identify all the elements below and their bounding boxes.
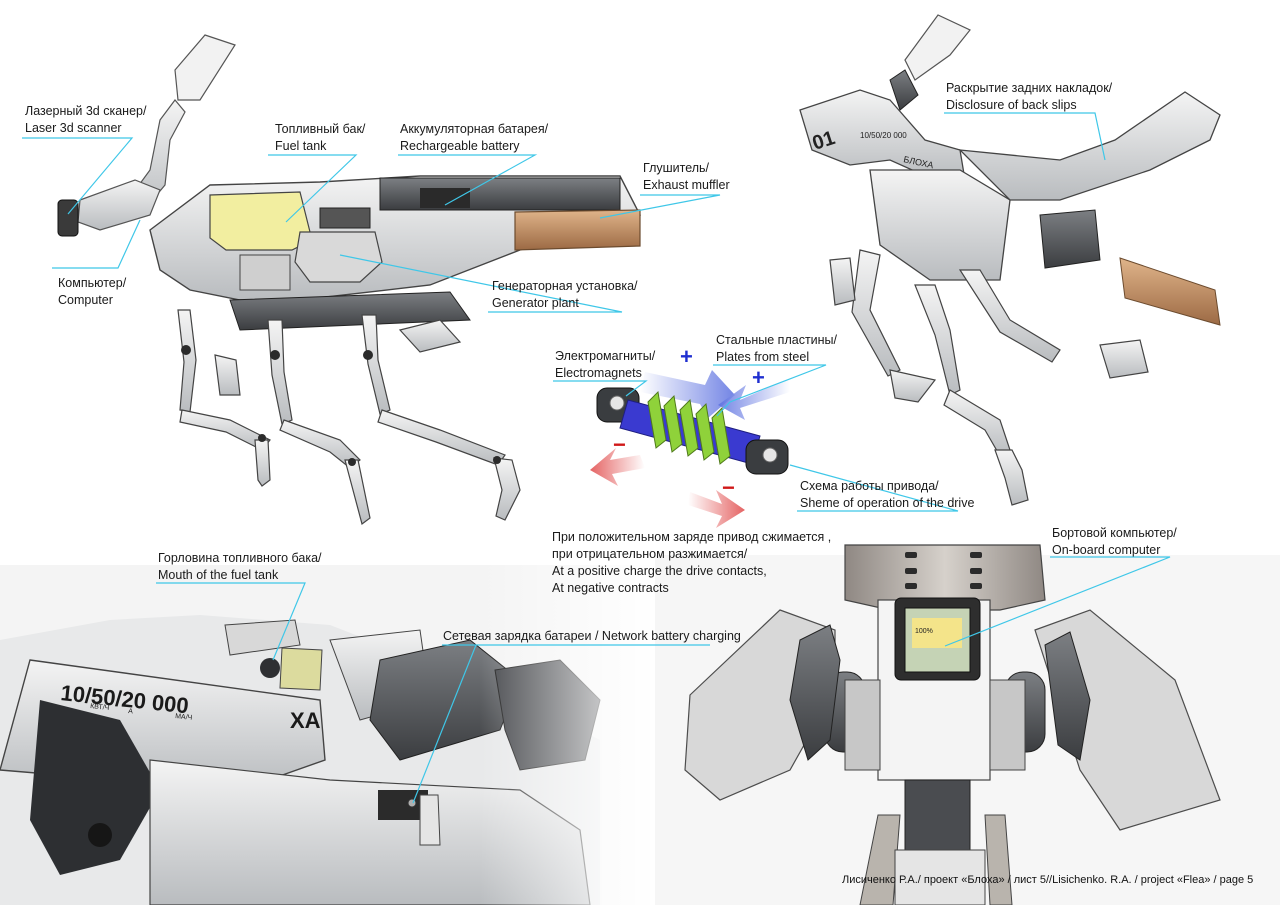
label-electromagnets-en: Electromagnets	[555, 366, 642, 380]
page-footer: Лисиченко Р.А./ проект «Блоха» / лист 5/…	[842, 874, 1254, 886]
negative-arrow-right	[688, 490, 745, 528]
label-computer: Компьютер/ Computer	[58, 275, 126, 309]
label-laser-scanner-en: Laser 3d scanner	[25, 121, 122, 135]
label-muffler: Глушитель/ Exhaust muffler	[643, 160, 730, 194]
drive-note-line-4: At negative contracts	[552, 581, 669, 595]
plus-sign-right: +	[752, 365, 765, 390]
label-drive-scheme-ru: Схема работы привода/	[800, 479, 939, 493]
robot-side-view	[57, 34, 642, 526]
onboard-computer-closeup: 100%	[655, 544, 1280, 905]
body-speed-marking-top: 10/50/20 000	[860, 131, 907, 140]
label-fuel-tank: Топливный бак/ Fuel tank	[275, 121, 365, 155]
label-steel-plates-en: Plates from steel	[716, 350, 810, 364]
label-onboard-computer-en: On-board computer	[1052, 543, 1161, 557]
label-muffler-ru: Глушитель/	[643, 161, 710, 175]
label-computer-ru: Компьютер/	[58, 276, 127, 290]
plus-sign-left: +	[680, 344, 693, 369]
label-computer-en: Computer	[58, 293, 113, 307]
label-generator-en: Generator plant	[492, 296, 579, 310]
label-network-charging: Сетевая зарядка батареи / Network batter…	[443, 628, 741, 645]
label-back-slips-en: Disclosure of back slips	[946, 98, 1077, 112]
screen-value: 100%	[915, 628, 933, 635]
label-onboard-computer-ru: Бортовой компьютер/	[1052, 526, 1177, 540]
label-battery: Аккумуляторная батарея/ Rechargeable bat…	[400, 121, 548, 155]
drive-description-note: При положительном заряде привод сжимаетс…	[552, 529, 831, 597]
unit-ma-marking: МА/Ч	[175, 713, 193, 722]
label-network-charging-text: Сетевая зарядка батареи / Network batter…	[443, 629, 741, 643]
label-back-slips: Раскрытие задних накладок/ Disclosure of…	[946, 80, 1112, 114]
positive-arrow-left	[640, 370, 735, 418]
drive-scheme-illustration: + + − −	[590, 344, 790, 528]
label-electromagnets: Электромагниты/ Electromagnets	[555, 348, 655, 382]
steel-plate-coil	[647, 390, 731, 465]
label-fuel-tank-en: Fuel tank	[275, 139, 327, 153]
robot-perspective-view: 01 10/50/20 000 БЛОХА	[799, 14, 1221, 506]
label-muffler-en: Exhaust muffler	[643, 178, 730, 192]
positive-arrow-right	[718, 378, 790, 420]
label-battery-ru: Аккумуляторная батарея/	[400, 122, 549, 136]
label-laser-scanner: Лазерный 3d сканер/ Laser 3d scanner	[25, 103, 146, 137]
leader-lines	[22, 112, 1171, 804]
label-fuel-mouth: Горловина топливного бака/ Mouth of the …	[158, 550, 322, 584]
fuel-mouth-closeup: 10/50/20 000 КВТ/Ч А МА/Ч XA	[0, 565, 650, 905]
body-name-marking: XA	[290, 708, 321, 733]
unit-kw-marking: КВТ/Ч	[90, 703, 110, 712]
label-back-slips-ru: Раскрытие задних накладок/	[946, 81, 1113, 95]
drive-note-line-1: При положительном заряде привод сжимаетс…	[552, 530, 832, 544]
negative-arrow-left	[590, 448, 645, 486]
drive-note-line-3: At a positive charge the drive contacts,	[552, 564, 767, 578]
label-battery-en: Rechargeable battery	[400, 139, 520, 153]
label-drive-scheme: Схема работы привода/ Sheme of operation…	[800, 478, 974, 512]
label-electromagnets-ru: Электромагниты/	[555, 349, 656, 363]
label-onboard-computer: Бортовой компьютер/ On-board computer	[1052, 525, 1177, 559]
label-fuel-mouth-en: Mouth of the fuel tank	[158, 568, 279, 582]
label-fuel-mouth-ru: Горловина топливного бака/	[158, 551, 322, 565]
minus-sign-right: −	[722, 475, 735, 500]
label-steel-plates-ru: Стальные пластины/	[716, 333, 838, 347]
label-laser-scanner-ru: Лазерный 3d сканер/	[25, 104, 147, 118]
label-generator-ru: Генераторная установка/	[492, 279, 638, 293]
unit-a-marking: А	[128, 708, 134, 715]
label-generator: Генераторная установка/ Generator plant	[492, 278, 638, 312]
label-drive-scheme-en: Sheme of operation of the drive	[800, 496, 975, 510]
minus-sign-left: −	[613, 432, 626, 457]
label-steel-plates: Стальные пластины/ Plates from steel	[716, 332, 837, 366]
label-fuel-tank-ru: Топливный бак/	[275, 122, 366, 136]
drive-note-line-2: при отрицательном разжимается/	[552, 547, 748, 561]
